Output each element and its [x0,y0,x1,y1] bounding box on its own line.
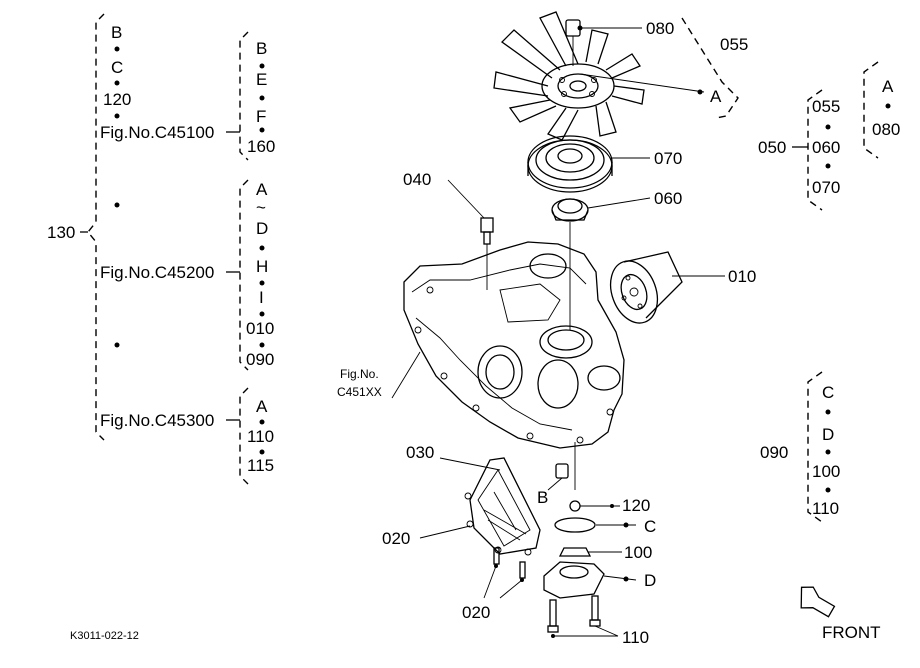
drawing-code: K3011-022-12 [70,630,139,642]
fig-ref-c45100: Fig.No.C45100 [100,123,214,142]
transmission-housing-part [403,222,625,490]
fan-part [493,11,645,141]
front-label: FRONT [822,623,881,642]
callout-080: 080 [646,19,674,38]
g1-f: F [256,107,266,126]
front-arrow-icon [800,586,836,618]
callout-c: C [644,517,656,536]
group-050-label: 050 [758,138,786,157]
callout-010: 010 [728,267,756,286]
group-055-label: 055 [720,35,748,54]
small-parts [493,463,605,633]
group-050-item-070: 070 [812,178,840,197]
left-hierarchy-tree: 130 B C 120 Fig.No.C45100 Fig.No.C45200 … [47,13,275,485]
group-090-label: 090 [760,443,788,462]
callout-b: B [537,488,548,507]
right-groups: 055 050 055 060 070 A 080 090 C D 100 11… [681,17,900,523]
callout-fig-ref-2: C451XX [337,385,382,399]
leader-lines [391,25,725,638]
g2-tilde: ~ [256,198,266,217]
g2-090: 090 [246,350,274,369]
hub-part [551,198,589,222]
callout-030: 030 [406,443,434,462]
callout-020-top: 020 [382,529,410,548]
guard-plate-part [464,457,541,556]
callout-060: 060 [654,189,682,208]
group-090-c: C [822,383,834,402]
tree-c: C [111,58,123,77]
g2-i: I [259,288,264,307]
callout-110: 110 [622,628,649,647]
tree-120: 120 [103,90,131,109]
oil-filter-part [609,251,683,324]
group-090-d: D [822,425,834,444]
callout-fig-ref-1: Fig.No. [340,367,379,381]
callout-a: A [710,87,722,106]
g2-a: A [256,180,268,199]
pulley-part [527,135,613,193]
fig-ref-c45300: Fig.No.C45300 [100,411,214,430]
group-a-item-080: 080 [872,120,900,139]
tree-b: B [111,23,122,42]
fig-ref-c45200: Fig.No.C45200 [100,263,214,282]
g1-160: 160 [247,137,275,156]
g3-a: A [256,397,268,416]
g1-b: B [256,39,267,58]
callout-d: D [644,571,656,590]
g3-115: 115 [247,456,274,475]
callout-labels: 080 A 070 040 060 010 Fig.No. C451XX 030… [337,19,756,647]
g3-110: 110 [247,427,274,446]
callout-070: 070 [654,149,682,168]
callout-100: 100 [624,543,652,562]
breather-part [480,217,494,290]
g2-h: H [256,257,268,276]
g1-e: E [256,70,267,89]
group-050-item-055: 055 [812,97,840,116]
g2-010: 010 [246,319,274,338]
group-a-label: A [882,77,894,96]
group-050-item-060: 060 [812,138,840,157]
g2-d: D [256,219,268,238]
group-090-item-100: 100 [812,462,840,481]
callout-040: 040 [403,170,431,189]
callout-020-bottom: 020 [462,603,490,622]
group-090-item-110: 110 [812,499,839,518]
callout-120: 120 [622,496,650,515]
root-130: 130 [47,223,75,242]
